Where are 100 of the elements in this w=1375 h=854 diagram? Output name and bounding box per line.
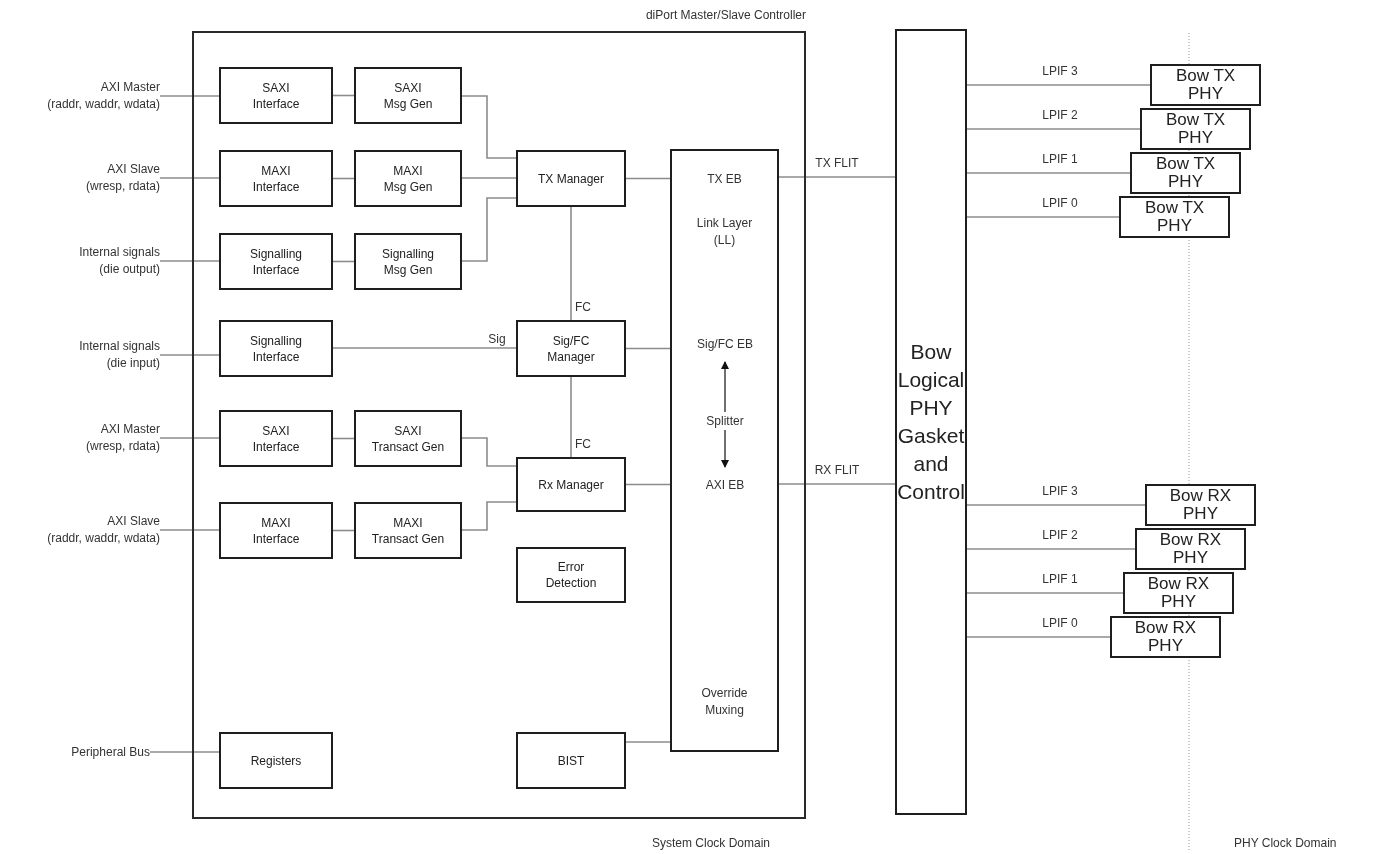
connector-line	[159, 260, 220, 262]
phy-box	[1150, 64, 1261, 106]
phy-box	[1130, 152, 1241, 194]
process-box	[354, 150, 462, 207]
edge-label: LPIF 3	[1040, 484, 1080, 498]
connector-line	[966, 636, 1111, 638]
process-box	[354, 502, 462, 559]
connector-line	[149, 751, 220, 753]
box-label: Bow RX PHY	[1133, 619, 1198, 655]
edge-label: LPIF 1	[1040, 572, 1080, 586]
gasket-box	[895, 29, 967, 815]
connector-line	[966, 172, 1131, 174]
process-box	[219, 150, 333, 207]
box-label: Signalling Msg Gen	[380, 245, 435, 278]
connector-line	[332, 94, 355, 97]
connector-line	[159, 95, 220, 97]
box-label: Bow RX PHY	[1168, 487, 1233, 523]
arrow	[721, 429, 729, 468]
box-label: Signalling Interface	[248, 332, 303, 365]
process-box	[516, 150, 626, 207]
edge-label: FC	[573, 437, 593, 451]
box-label: SAXI Interface	[251, 422, 301, 455]
connector-line	[966, 548, 1136, 550]
phy-box	[1123, 572, 1234, 614]
box-label: Bow RX PHY	[1146, 575, 1211, 611]
block-label: Override Muxing	[700, 685, 749, 719]
edge-label: LPIF 0	[1040, 616, 1080, 630]
box-label: TX Manager	[538, 170, 604, 187]
connector-line	[461, 197, 517, 262]
process-box	[354, 410, 462, 467]
box-label: Rx Manager	[538, 476, 604, 493]
connector-line	[159, 354, 220, 356]
box-label: Bow Logical PHY Gasket and Control	[897, 339, 965, 505]
frame-title: diPort Master/Slave Controller	[645, 8, 806, 22]
process-box	[219, 320, 333, 377]
edge-label: Sig	[486, 332, 508, 346]
connector-line	[966, 84, 1151, 86]
connector-line	[461, 501, 517, 531]
block-label: Splitter	[692, 412, 758, 430]
edge-label: LPIF 0	[1040, 196, 1080, 210]
phy-box	[1140, 108, 1251, 150]
process-box	[219, 410, 333, 467]
box-label: SAXI Transact Gen	[370, 422, 446, 455]
process-box	[354, 233, 462, 290]
connector-line	[332, 260, 355, 263]
signal-label: (wresp, rdata)	[85, 178, 160, 195]
connector-line	[332, 177, 355, 180]
box-label: Sig/FC Manager	[546, 332, 596, 365]
phy-box	[1119, 196, 1230, 238]
signal-label: (raddr, waddr, wdata)	[47, 96, 160, 113]
signal-label: Internal signals	[79, 338, 160, 355]
box-label: SAXI Interface	[251, 79, 301, 112]
connector-line	[332, 529, 355, 532]
signal-label: AXI Master	[100, 79, 160, 96]
box-label: MAXI Transact Gen	[370, 514, 446, 547]
edge-label: LPIF 2	[1040, 528, 1080, 542]
phy-box	[1135, 528, 1246, 570]
box-label: MAXI Interface	[251, 514, 301, 547]
signal-label: AXI Master	[100, 421, 160, 438]
connector-line	[966, 592, 1124, 594]
box-label: SAXI Msg Gen	[382, 79, 434, 112]
process-box	[516, 457, 626, 512]
connector-line	[570, 206, 572, 321]
box-label: Bow TX PHY	[1174, 67, 1237, 103]
signal-label: AXI Slave	[107, 161, 160, 178]
block-label: Sig/FC EB	[694, 326, 756, 362]
signal-label: Peripheral Bus	[71, 743, 150, 761]
edge-label: LPIF 1	[1040, 152, 1080, 166]
connector-line	[461, 177, 517, 179]
connector-line	[966, 128, 1141, 130]
edge-label: LPIF 3	[1040, 64, 1080, 78]
box-label: MAXI Interface	[251, 162, 301, 195]
process-box	[516, 547, 626, 603]
box-label: Registers	[250, 752, 302, 769]
box-label: Bow RX PHY	[1158, 531, 1223, 567]
block-label: AXI EB	[700, 467, 750, 503]
signal-label: (wresp, rdata)	[85, 438, 160, 455]
edge-label: LPIF 2	[1040, 108, 1080, 122]
box-label: Bow TX PHY	[1143, 199, 1206, 235]
domain-label: System Clock Domain	[652, 836, 771, 850]
box-label: Bow TX PHY	[1154, 155, 1217, 191]
connector-line	[625, 741, 671, 743]
process-box	[516, 320, 626, 377]
process-box	[354, 67, 462, 124]
edge-label: FC	[573, 300, 593, 314]
connector-line	[159, 529, 220, 531]
signal-label: AXI Slave	[107, 513, 160, 530]
connector-line	[625, 483, 671, 486]
signal-label: (die output)	[99, 261, 160, 278]
signal-label: Internal signals	[79, 244, 160, 261]
signal-label: (raddr, waddr, wdata)	[47, 530, 160, 547]
phy-box	[1110, 616, 1221, 658]
edge-label: TX FLIT	[813, 156, 861, 170]
connector-line	[778, 176, 896, 178]
connector-line	[332, 437, 355, 440]
box-label: Signalling Interface	[248, 245, 303, 278]
arrow	[721, 361, 729, 413]
domain-label: PHY Clock Domain	[1234, 836, 1337, 850]
process-box	[516, 732, 626, 789]
connector-line	[461, 437, 517, 467]
